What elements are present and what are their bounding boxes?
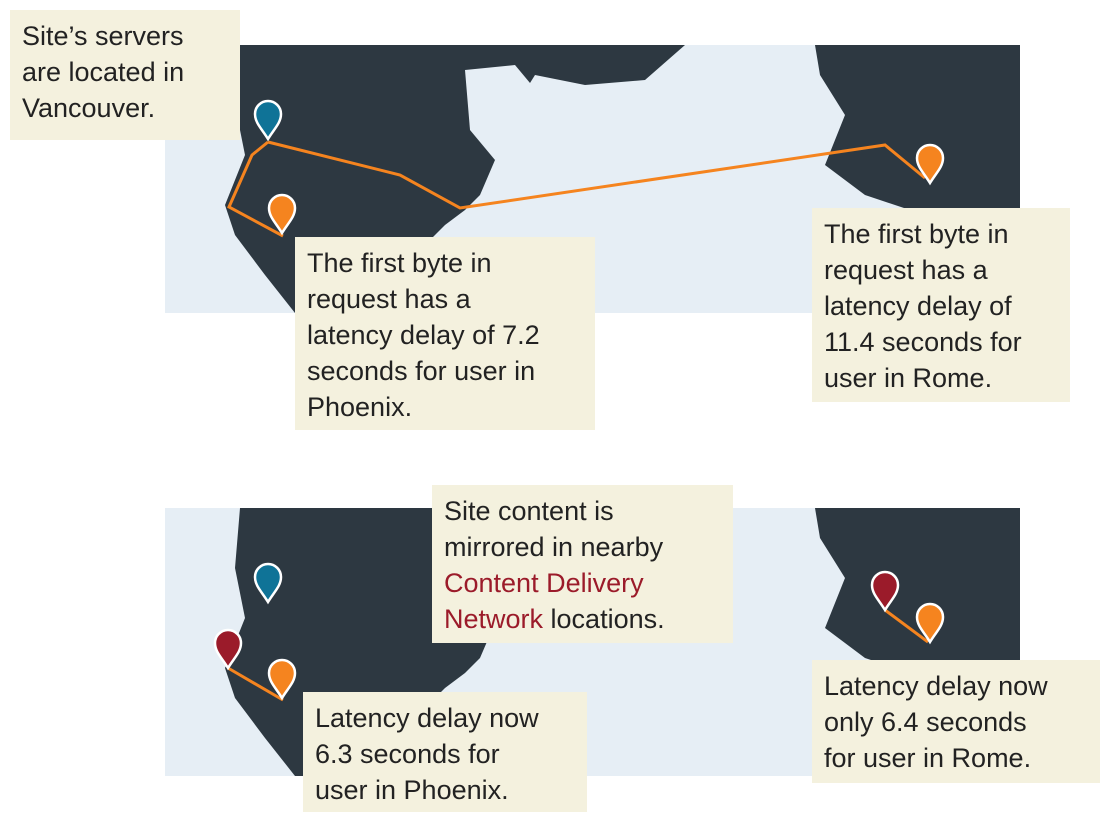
cdn-pin-icon: [870, 570, 900, 613]
callout-line: Vancouver.: [22, 93, 156, 123]
callout-line: Site content is: [444, 496, 614, 526]
callout-line: locations.: [543, 604, 665, 634]
callout-line: request has a: [307, 284, 471, 314]
servers-location-callout: Site’s servers are located in Vancouver.: [10, 10, 240, 140]
route-vancouver-phoenix: [227, 140, 284, 238]
route-vancouver-rome: [267, 140, 926, 210]
callout-line: only 6.4 seconds: [824, 707, 1027, 737]
vancouver-server-pin-icon: [253, 99, 283, 142]
callout-line: The first byte in: [824, 219, 1009, 249]
route-cdn-rome: [884, 608, 929, 644]
route-cdn-phoenix: [227, 666, 284, 702]
cdn-callout: Site content is mirrored in nearby Conte…: [432, 485, 733, 643]
cdn-term: Network: [444, 604, 544, 634]
rome-latency-callout: The first byte in request has a latency …: [812, 208, 1070, 402]
cdn-pin-icon: [213, 628, 243, 671]
callout-line: Phoenix.: [307, 392, 413, 422]
cdn-term: Content Delivery: [444, 568, 644, 598]
callout-line: are located in: [22, 57, 185, 87]
rome-user-pin-icon: [915, 602, 945, 645]
phoenix-latency-callout: The first byte in request has a latency …: [295, 237, 595, 430]
callout-line: latency delay of 7.2: [307, 320, 540, 350]
phoenix-cdn-callout: Latency delay now 6.3 seconds for user i…: [303, 692, 587, 812]
callout-line: Latency delay now: [824, 671, 1048, 701]
callout-line: request has a: [824, 255, 988, 285]
callout-line: user in Phoenix.: [315, 775, 509, 805]
phoenix-user-pin-icon: [267, 193, 297, 236]
phoenix-user-pin-icon: [267, 658, 297, 701]
callout-line: Site’s servers: [22, 21, 184, 51]
callout-line: Latency delay now: [315, 703, 539, 733]
callout-line: latency delay of: [824, 291, 1012, 321]
callout-line: seconds for user in: [307, 356, 536, 386]
callout-line: user in Rome.: [824, 363, 993, 393]
callout-line: mirrored in nearby: [444, 532, 664, 562]
callout-line: 6.3 seconds for: [315, 739, 500, 769]
callout-line: for user in Rome.: [824, 743, 1032, 773]
rome-cdn-callout: Latency delay now only 6.4 seconds for u…: [812, 660, 1100, 783]
vancouver-server-pin-icon: [253, 562, 283, 605]
rome-user-pin-icon: [915, 143, 945, 186]
callout-line: The first byte in: [307, 248, 492, 278]
callout-line: 11.4 seconds for: [824, 327, 1022, 357]
